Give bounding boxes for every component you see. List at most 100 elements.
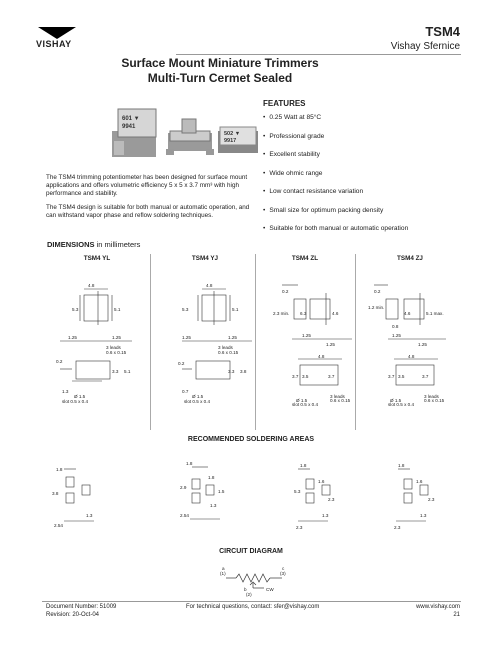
solder-pad-zl: 1.8 1.6 5.3 2.3 1.3 2.3: [294, 463, 335, 530]
dim-label: 1.25: [326, 342, 335, 347]
solder-label: 2.3: [428, 497, 435, 502]
dim-label: 3 leads: [106, 345, 122, 350]
terminal-b-number: (2): [246, 592, 252, 597]
dim-label: 1.25: [68, 335, 77, 340]
dim-label: 3.7: [328, 374, 335, 379]
features-list: 0.25 Watt at 85°C Professional grade Exc…: [263, 114, 408, 244]
intro-text: The TSM4 trimming potentiometer has been…: [46, 174, 250, 225]
contact-text[interactable]: For technical questions, contact: sfer@v…: [186, 604, 320, 610]
vishay-logo-icon: [38, 27, 76, 39]
solder-label: 1.8: [398, 463, 405, 468]
solder-label: 1.8: [56, 467, 63, 472]
dim-label: 3 leads: [424, 394, 440, 399]
feature-item: 0.25 Watt at 85°C: [263, 114, 408, 133]
terminal-b: b: [244, 587, 247, 592]
header-rule: [176, 54, 461, 55]
dim-label: 1.25: [228, 335, 237, 340]
solder-label: 1.5: [218, 489, 225, 494]
dim-label: 5.1: [114, 307, 121, 312]
dim-label: 0.2: [282, 289, 289, 294]
intro-paragraph-2: The TSM4 design is suitable for both man…: [46, 203, 250, 219]
photo-marking-3: 502 ▼: [224, 131, 240, 137]
dim-label: 4.6: [404, 311, 411, 316]
dim-label: 5.3: [182, 307, 189, 312]
solder-label: 3.8: [52, 491, 59, 496]
soldering-heading: RECOMMENDED SOLDERING AREAS: [187, 436, 315, 443]
dim-label: 0.2: [374, 289, 381, 294]
dim-label: Ø 1.5: [296, 398, 308, 403]
dim-label: 1.25: [302, 333, 311, 338]
dim-label: 0.6 x 0.15: [330, 398, 351, 403]
dim-label: Ø 1.5: [390, 398, 402, 403]
solder-label: 2.54: [54, 523, 63, 528]
feature-item: Excellent stability: [263, 151, 408, 170]
solder-label: 2.9: [180, 485, 187, 490]
page-number: 21: [453, 612, 460, 618]
document-number: Document Number: 51009: [46, 604, 117, 610]
solder-label: 5.3: [294, 489, 301, 494]
circuit-diagram: a (1) c (3) b (2) CW: [220, 566, 286, 597]
solder-label: 1.6: [318, 479, 325, 484]
dimensions-heading: DIMENSIONS in millimeters: [47, 240, 140, 249]
dim-label: Ø 1.5: [74, 394, 86, 399]
features-heading: FEATURES: [263, 99, 306, 108]
solder-label: 2.3: [328, 497, 335, 502]
dim-label: 4.8: [408, 354, 415, 359]
dim-label: slot 0.5 x 0.4: [184, 399, 210, 404]
terminal-c: c: [282, 566, 285, 571]
dim-label: 1.25: [418, 342, 427, 347]
dim-label: 1.25: [392, 333, 401, 338]
solder-label: 2.3: [394, 525, 401, 530]
solder-pad-zj: 1.8 1.6 2.3 1.3 2.3: [394, 463, 435, 530]
dim-label: 2.3 min.: [273, 311, 289, 316]
solder-label: 1.6: [416, 479, 423, 484]
dim-label: 3.5: [302, 374, 309, 379]
dim-label: 3.5: [398, 374, 405, 379]
feature-item: Suitable for both manual or automatic op…: [263, 225, 408, 244]
column-divider: [150, 254, 151, 430]
cw-label: CW: [266, 587, 274, 592]
feature-item: Low contact resistance variation: [263, 188, 408, 207]
dim-label: 1.3: [62, 389, 69, 394]
product-photos: 601 ▼ 9941 502 ▼ 9917: [112, 108, 258, 157]
dim-label: 0.6 x 0.15: [424, 398, 445, 403]
terminal-a: a: [222, 566, 225, 571]
drawing-zl: 0.2 2.3 min. 6.3 4.6 1.25 1.25 4.8 3.7 3…: [273, 284, 352, 407]
dim-label: 3 leads: [330, 394, 346, 399]
solder-label: 2.3: [296, 525, 303, 530]
dim-label: 0.2: [178, 361, 185, 366]
solder-label: 1.3: [420, 513, 427, 518]
photo-marking-4: 9917: [224, 138, 236, 144]
title-line-1: Surface Mount Miniature Trimmers: [121, 56, 319, 70]
feature-item: Professional grade: [263, 133, 408, 152]
dimension-drawings: 4.8 5.3 5.1 1.25 1.25 3 leads 0.6 x 0.15…: [56, 283, 446, 407]
dim-label: 5.1: [232, 307, 239, 312]
dim-label: 0.6 x 0.15: [218, 350, 239, 355]
footer-rule: [42, 601, 461, 602]
website-link[interactable]: www.vishay.com: [416, 604, 460, 610]
solder-label: 1.8: [186, 461, 193, 466]
column-divider: [355, 254, 356, 430]
dim-label: 1.25: [112, 335, 121, 340]
dim-label: 3.3: [112, 369, 119, 374]
circuit-heading: CIRCUIT DIAGRAM: [219, 548, 283, 555]
drawing-zj: 0.2 1.2 min. 4.6 5.1 max. 0.8 1.25 1.25 …: [368, 284, 446, 407]
product-photo-2: [166, 118, 214, 155]
product-photo-1: 601 ▼ 9941: [112, 108, 157, 157]
solder-label: 1.3: [86, 513, 93, 518]
product-photo-3: 502 ▼ 9917: [218, 126, 258, 153]
dim-label: slot 0.5 x 0.4: [62, 399, 88, 404]
dim-label: 0.8: [392, 324, 399, 329]
photo-marking-2: 9941: [122, 124, 136, 130]
dim-label: 3.3: [228, 369, 235, 374]
dim-label: 3.7: [388, 374, 395, 379]
dim-label: 0.2: [56, 359, 63, 364]
feature-item: Wide ohmic range: [263, 170, 408, 189]
page-title: Surface Mount Miniature Trimmers Multi-T…: [110, 56, 330, 86]
dim-label: 3.8: [240, 369, 247, 374]
dim-label: 4.8: [206, 283, 213, 288]
dim-label: 1.2 min.: [368, 305, 384, 310]
dim-label: 4.6: [332, 311, 339, 316]
dim-label: slot 0.5 x 0.4: [388, 402, 414, 407]
revision: Revision: 20-Oct-04: [46, 612, 100, 618]
